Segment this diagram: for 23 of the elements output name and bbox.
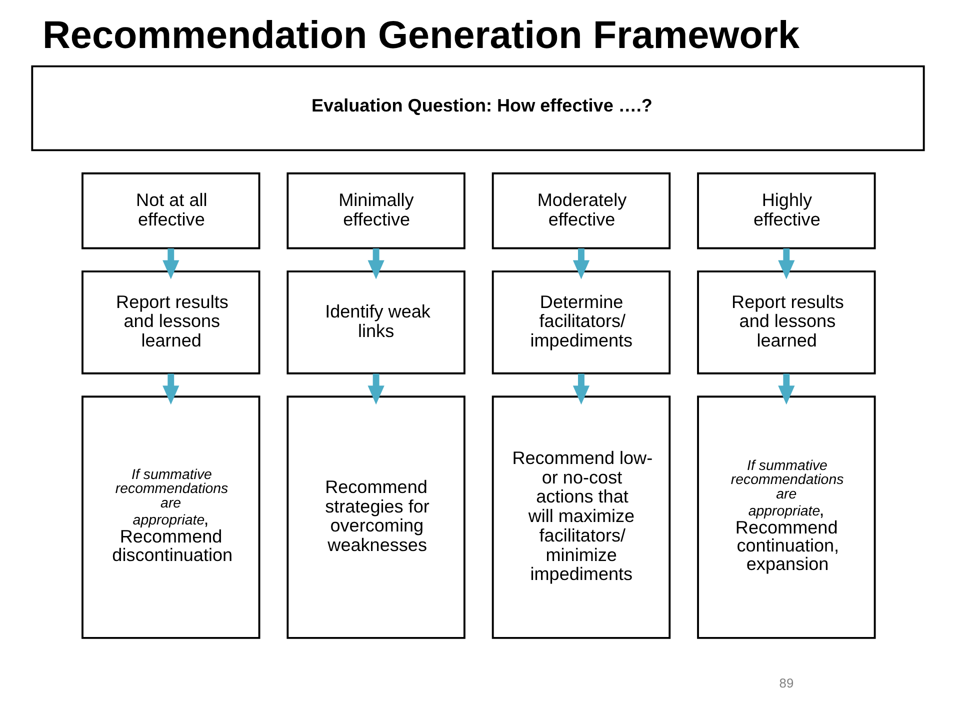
diagram-title: Recommendation Generation Framework [42,14,800,58]
node-box: Evaluation Question: How effective ….? [31,65,925,152]
node-box: Recommend strategies for overcoming weaknesses [286,396,466,639]
node-box: Determine facilitators/ impediments [492,270,671,374]
label: 89 [779,676,794,691]
arrow [162,374,180,405]
arrow [162,248,180,280]
node-box: Highly effective [697,172,876,250]
arrow [368,248,384,280]
arrow [572,374,590,405]
node-box: If summative recommendations are appropriate, Recommend discontinuation [82,396,260,639]
arrow [572,248,590,280]
node-box: Identify weak links [286,270,466,374]
node-box: Minimally effective [286,172,466,250]
node-box: Report results and lessons learned [82,270,260,374]
node-box: Recommend low- or no-cost actions that will maximize facilitators/ minimize impediments [492,396,671,639]
arrow [368,374,384,405]
node-box: Not at all effective [82,172,260,250]
node-box: If summative recommendations are appropriate, Recommend continuation, expansion [697,396,876,639]
node-box: Moderately effective [492,172,671,250]
node-box: Report results and lessons learned [697,270,876,374]
arrow [778,374,795,405]
arrow [778,248,795,280]
